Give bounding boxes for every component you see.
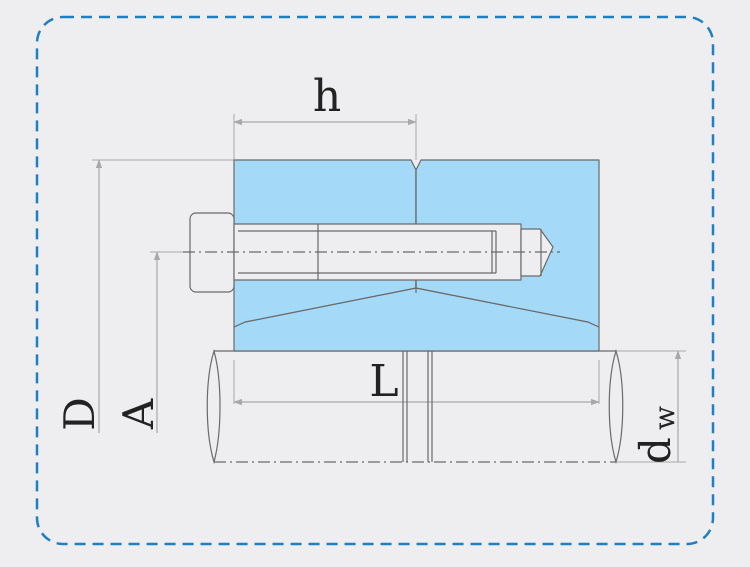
dashed-frame — [35, 15, 715, 546]
label-dw: d w — [631, 406, 681, 464]
dimension-lines — [95, 118, 682, 462]
label-L: L — [369, 356, 398, 407]
shaft — [206, 348, 624, 465]
label-dw-sub: w — [648, 406, 681, 430]
shaft-right-break — [608, 348, 624, 465]
shaft-left-break — [206, 348, 221, 465]
label-dw-main: d — [631, 437, 680, 464]
label-h: h — [313, 71, 341, 122]
screw — [183, 212, 560, 293]
label-D: D — [55, 397, 104, 431]
label-A: A — [114, 398, 163, 430]
